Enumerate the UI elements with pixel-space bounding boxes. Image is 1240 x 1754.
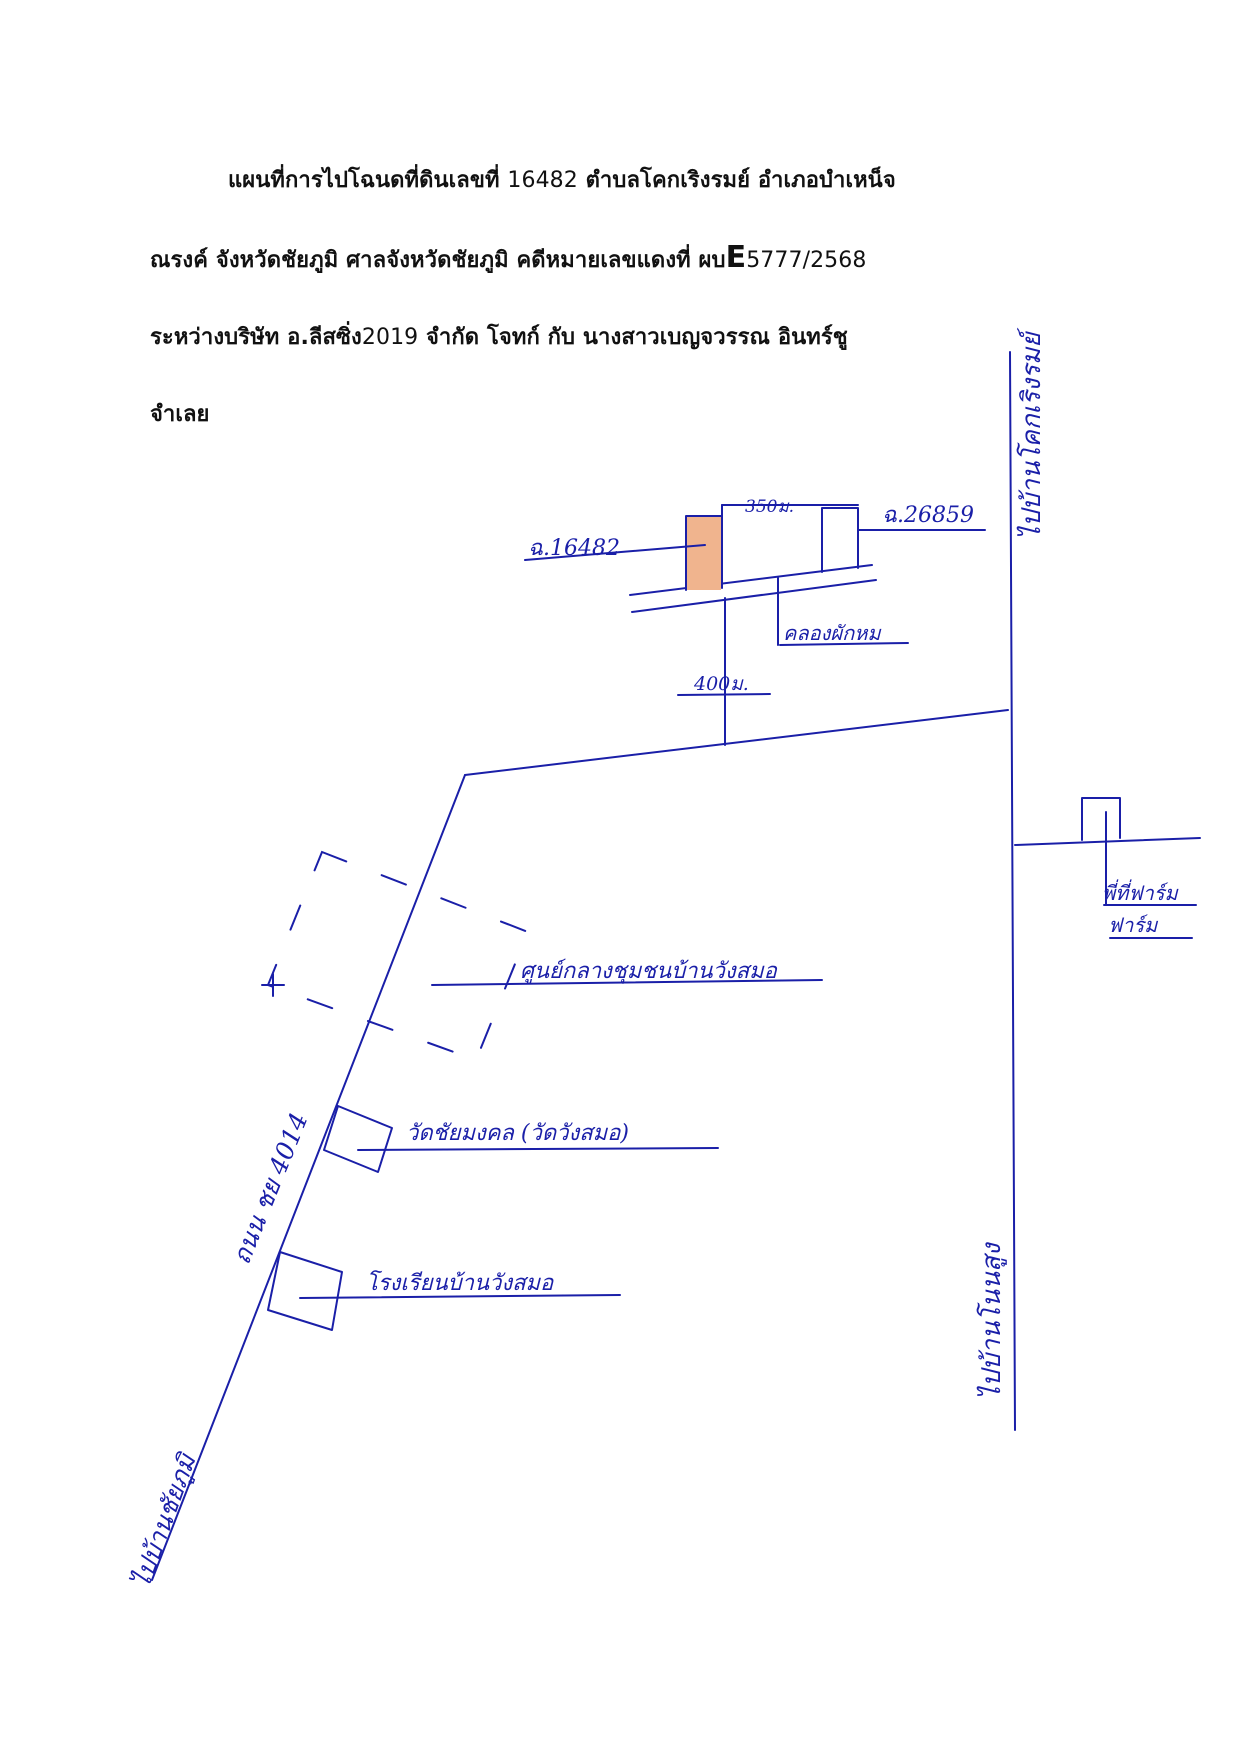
heading-line-1-text-a: แผนที่การไปโฉนดที่ดินเลขที่	[228, 168, 508, 193]
case-letter: E	[725, 240, 747, 275]
heading-line-1: แผนที่การไปโฉนดที่ดินเลขที่ 16482 ตำบลโค…	[150, 142, 1110, 219]
distance-side-label: 400ม.	[693, 673, 749, 695]
deed-number: 16482	[507, 168, 578, 193]
community-center-area	[266, 850, 530, 1062]
highway-diagonal	[151, 774, 466, 1581]
farm-label-2: ฟาร์ม	[1108, 913, 1159, 937]
school-label: โรงเรียนบ้านวังสมอ	[366, 1270, 554, 1296]
main-road-right	[1009, 351, 1016, 1431]
heading-line-2: ณรงค์ จังหวัดชัยภูมิ ศาลจังหวัดชัยภูมิ ค…	[150, 219, 1110, 299]
school-outline	[267, 1251, 343, 1331]
school-pointer	[299, 1294, 621, 1299]
heading-line-1-text-b: ตำบลโคกเริงรมย์ อำเภอบำเหน็จ	[577, 168, 896, 193]
road-to-bottom-right-label: ไปบ้านโนนสูง	[976, 1241, 1007, 1400]
subject-parcel-label: ฉ.16482	[528, 536, 620, 561]
canal-label: คลองผักหม	[783, 621, 882, 645]
community-center-pointer	[431, 979, 823, 986]
canal-line-1	[629, 564, 873, 596]
road-to-top-label: ไปบ้านโคกเริงรมย์	[1016, 328, 1047, 540]
community-center-label: ศูนย์กลางชุมชนบ้านวังสมอ	[520, 958, 778, 984]
upper-branch-road	[464, 709, 1009, 776]
neighbor-parcel-outline	[821, 507, 859, 573]
document-heading: แผนที่การไปโฉนดที่ดินเลขที่ 16482 ตำบลโค…	[150, 142, 1110, 453]
distance-top-label: 350ม.	[745, 497, 794, 517]
road-to-bottom-left-label: ไปบ้านชัยภูมิ	[126, 1449, 203, 1593]
case-number: 5777/2568	[746, 248, 867, 273]
heading-line-3: ระหว่างบริษัท อ.ลีสซิ่ง2019 จำกัด โจทก์ …	[150, 299, 1110, 376]
subject-parcel-outline	[685, 515, 723, 591]
farm-outline	[1081, 797, 1121, 841]
neighbor-parcel-label: ฉ.26859	[882, 503, 974, 528]
distance-tick	[677, 693, 771, 696]
heading-line-3-text-a: ระหว่างบริษัท อ.ลีสซิ่ง	[150, 325, 362, 350]
temple-outline	[323, 1105, 393, 1173]
farm-road	[1014, 837, 1201, 846]
highway-label: ถนน ชย 4014	[227, 1109, 314, 1269]
canal-line-2	[631, 579, 877, 613]
company-year: 2019	[361, 325, 419, 350]
temple-pointer	[357, 1147, 719, 1151]
heading-line-4: จำเลย	[150, 402, 210, 427]
heading-line-2-text-a: ณรงค์ จังหวัดชัยภูมิ ศาลจังหวัดชัยภูมิ ค…	[150, 248, 726, 273]
farm-label-1: พี่ที่ฟาร์ม	[1102, 879, 1180, 905]
heading-line-3-text-b: จำกัด โจทก์ กับ นางสาวเบญจวรรณ อินทร์ชู	[418, 325, 848, 350]
subject-parcel-pointer	[524, 544, 706, 561]
canal-label-underline	[779, 642, 909, 646]
subject-parcel-fill	[686, 516, 721, 590]
temple-label: วัดชัยมงคล (วัดวังสมอ)	[406, 1121, 629, 1146]
